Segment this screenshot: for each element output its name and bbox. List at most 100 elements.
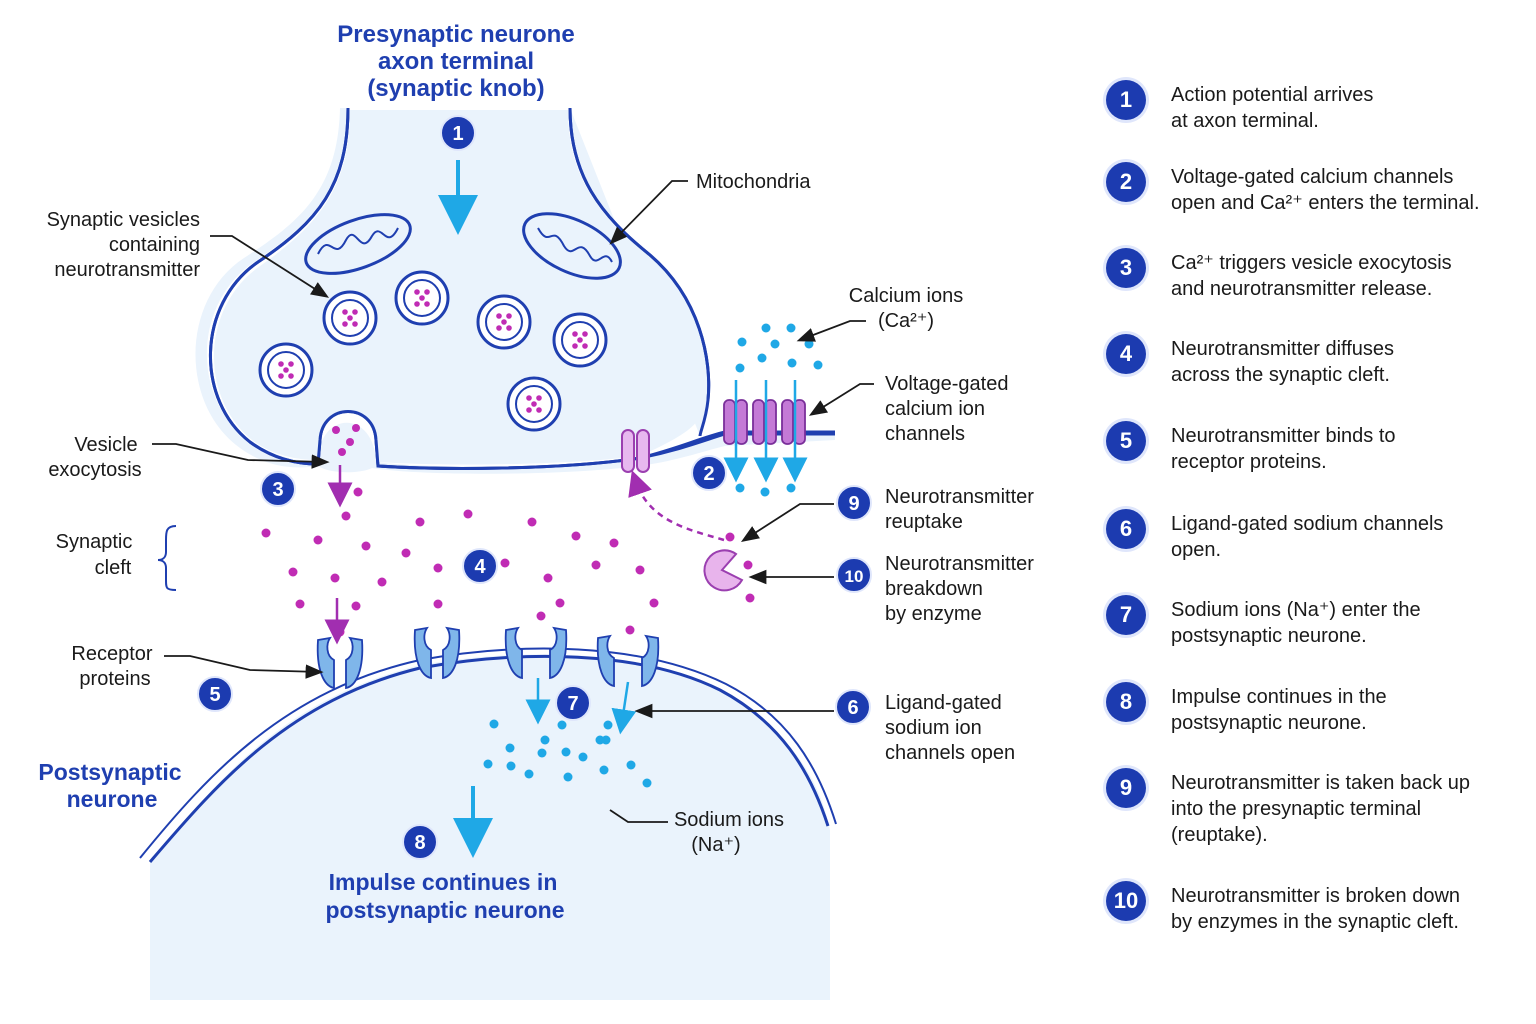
neurotransmitter-molecule: [743, 560, 753, 570]
vesicle-neurotransmitter: [582, 343, 588, 349]
legend-step-text: Action potential arrives at axon termina…: [1171, 84, 1374, 132]
label-exocytosis: Vesicle exocytosis: [48, 434, 141, 481]
svg-text:Impulse continues in: Impulse continues in: [329, 869, 558, 895]
svg-text:(synaptic knob): (synaptic knob): [367, 75, 544, 102]
calcium-ion: [761, 323, 771, 333]
svg-text:proteins: proteins: [79, 668, 150, 690]
svg-text:cleft: cleft: [95, 557, 132, 579]
svg-text:Vesicle: Vesicle: [74, 434, 137, 456]
neurotransmitter-molecule: [527, 517, 537, 527]
sodium-ion: [505, 743, 515, 753]
receptor-protein: [596, 634, 660, 688]
svg-text:3: 3: [272, 479, 283, 501]
sodium-ion: [642, 778, 652, 788]
svg-text:channels: channels: [885, 423, 965, 445]
step-badge-10: 10: [836, 557, 872, 593]
vesicle-neurotransmitter: [424, 289, 430, 295]
label-presynaptic: Presynaptic neurone axon terminal (synap…: [337, 21, 574, 102]
vesicle-neurotransmitter: [582, 331, 588, 337]
neurotransmitter-molecule: [415, 517, 425, 527]
svg-text:Presynaptic neurone: Presynaptic neurone: [337, 21, 574, 48]
legend-step-text: Neurotransmitter diffuses across the syn…: [1171, 338, 1395, 386]
neurotransmitter-molecule: [649, 598, 659, 608]
step-badge-1: 1: [440, 115, 476, 151]
vesicle-neurotransmitter: [342, 309, 348, 315]
svg-text:1: 1: [452, 123, 463, 145]
svg-text:breakdown: breakdown: [885, 578, 983, 600]
neurotransmitter-molecule: [591, 560, 601, 570]
label-mitochondria: Mitochondria: [696, 171, 811, 193]
vesicle-neurotransmitter: [288, 373, 294, 379]
mitochondrion-left: [304, 213, 412, 275]
calcium-ion: [760, 487, 770, 497]
step-badge-4: 4: [462, 548, 498, 584]
neurotransmitter-molecule: [571, 531, 581, 541]
neurotransmitter-molecule: [463, 509, 473, 519]
pointer-receptors: [164, 655, 324, 679]
svg-text:neurotransmitter: neurotransmitter: [54, 259, 200, 281]
pointer-mitochondria: [609, 180, 688, 245]
sodium-ion: [603, 720, 613, 730]
label-receptors: Receptor proteins: [71, 643, 152, 690]
vesicle: [506, 376, 562, 432]
vesicle-neurotransmitter: [347, 315, 353, 321]
legend-badge: 2: [1106, 162, 1146, 202]
vesicle-neurotransmitter: [414, 301, 420, 307]
receptor-protein: [413, 626, 461, 680]
neurotransmitter-molecule: [555, 598, 565, 608]
receptor-proteins: [316, 626, 660, 690]
legend-badge: 8: [1106, 682, 1146, 722]
vesicle-neurotransmitter: [572, 343, 578, 349]
label-vesicles: Synaptic vesicles containing neurotransm…: [47, 209, 201, 281]
svg-text:axon terminal: axon terminal: [378, 48, 534, 75]
svg-text:Sodium ions: Sodium ions: [674, 809, 784, 831]
calcium-ion: [786, 323, 796, 333]
presynaptic-outline: [209, 107, 835, 470]
legend-badge: 9: [1106, 768, 1146, 808]
neurotransmitter-molecule: [433, 599, 443, 609]
legend-badge: 6: [1106, 509, 1146, 549]
vesicle-neurotransmitter: [526, 395, 532, 401]
legend-badge: 1: [1106, 80, 1146, 120]
calcium-ion: [735, 363, 745, 373]
calcium-channel: [781, 399, 806, 445]
reuptake-transporter: [621, 429, 650, 473]
sodium-ion: [578, 752, 588, 762]
label-calcium-ions: Calcium ions (Ca²⁺): [849, 285, 963, 332]
calcium-ion: [804, 339, 814, 349]
vesicle-neurotransmitter: [496, 313, 502, 319]
label-lg-channels: Ligand-gated sodium ion channels open: [885, 692, 1015, 764]
neurotransmitter-molecule: [295, 599, 305, 609]
svg-text:(Ca²⁺): (Ca²⁺): [878, 310, 934, 332]
legend-step-text: Voltage-gated calcium channels open and …: [1171, 166, 1480, 214]
sodium-ion: [483, 759, 493, 769]
vesicle-neurotransmitter: [536, 407, 542, 413]
neurotransmitter-molecule: [536, 611, 546, 621]
calcium-ion: [787, 358, 797, 368]
neurotransmitter-molecule: [609, 538, 619, 548]
pointer-calcium: [796, 320, 866, 342]
vesicle-neurotransmitter: [506, 325, 512, 331]
svg-text:exocytosis: exocytosis: [48, 459, 141, 481]
vesicle: [552, 312, 608, 368]
svg-text:Ligand-gated: Ligand-gated: [885, 692, 1002, 714]
label-impulse: Impulse continues in postsynaptic neuron…: [326, 869, 565, 923]
sodium-ion: [489, 719, 499, 729]
vesicle: [394, 270, 450, 326]
legend-badge: 3: [1106, 248, 1146, 288]
neurotransmitter-molecule: [288, 567, 298, 577]
svg-text:by enzyme: by enzyme: [885, 603, 982, 625]
pointer-exocytosis: [152, 443, 330, 469]
neurotransmitter-molecule: [500, 558, 510, 568]
postsynaptic-membrane-outer: [139, 647, 837, 859]
step-badge-7: 7: [555, 685, 591, 721]
svg-text:(Na⁺): (Na⁺): [691, 834, 740, 856]
pointer-reuptake: [740, 503, 834, 542]
vesicle-neurotransmitter: [278, 361, 284, 367]
svg-text:Synaptic vesicles: Synaptic vesicles: [47, 209, 200, 231]
vesicle-neurotransmitter: [414, 289, 420, 295]
label-cleft: Synaptic cleft: [56, 531, 133, 579]
na-arrow-2: [611, 681, 637, 735]
vesicle: [258, 342, 314, 398]
